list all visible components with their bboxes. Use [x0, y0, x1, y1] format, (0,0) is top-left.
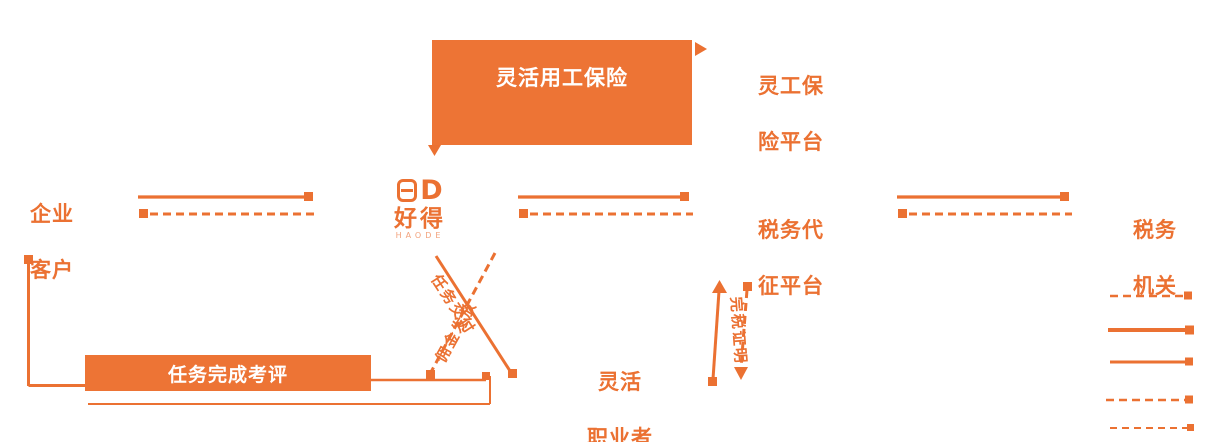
platform-logo-latin: HAODE	[395, 231, 445, 240]
node-enterprise-line1: 企业	[30, 202, 74, 226]
logo-d-glyph: D	[420, 174, 443, 206]
platform-logo-icon: D	[386, 175, 454, 205]
arrowhead-square	[426, 370, 435, 379]
arrowhead-square	[482, 372, 490, 380]
node-enterprise-line2: 客户	[30, 258, 74, 282]
legend-square-5	[1187, 424, 1194, 431]
legend-square-4	[1185, 395, 1193, 404]
legend-square-1	[1184, 291, 1192, 300]
node-insurance-line2: 险平台	[758, 130, 824, 154]
arrow-platform-to-worker	[434, 255, 514, 375]
node-taxcollection-line2: 征平台	[758, 274, 824, 298]
arrowhead-square	[898, 209, 907, 218]
arrow-insurancebox-down-icon	[428, 145, 441, 156]
arrowhead-down-icon	[734, 367, 748, 380]
insurance-box-label: 灵活用工保险	[496, 66, 628, 90]
path-start-square	[24, 255, 33, 264]
evaluation-box-label: 任务完成考评	[167, 363, 288, 386]
node-insurance-line1: 灵工保	[758, 74, 824, 98]
arrowhead-square	[304, 192, 313, 201]
arrow-worker-to-taxcollection	[711, 290, 721, 380]
legend-square-2	[1185, 325, 1194, 335]
arrowhead-square	[680, 192, 689, 201]
node-flexible-worker: 灵活 职业者	[585, 340, 655, 442]
legend-square-3	[1185, 357, 1193, 366]
arrowhead-square	[708, 377, 717, 386]
arrowhead-square	[743, 282, 752, 291]
arrow-insurancebox-to-insuranceplatform-icon	[695, 42, 707, 56]
platform-logo-name: 好得	[394, 206, 446, 232]
node-taxauthority-line1: 税务	[1133, 218, 1177, 242]
evaluation-box: 任务完成考评	[85, 355, 371, 391]
node-tax-collection-platform: 税务代 征平台	[758, 188, 824, 328]
node-insurance-platform: 灵工保 险平台	[758, 44, 824, 184]
logo-bracket-icon	[397, 178, 418, 202]
arrowhead-square	[139, 209, 148, 218]
arrowhead-square	[519, 209, 528, 218]
arrow-worker-to-platform	[428, 252, 497, 375]
arrow-taxcollection-to-worker	[739, 289, 749, 369]
arrowhead-square	[1060, 192, 1069, 201]
platform-logo: D 好得 HAODE	[386, 175, 454, 241]
node-tax-authority: 税务 机关	[1133, 188, 1177, 328]
node-taxcollection-line1: 税务代	[758, 218, 824, 242]
node-enterprise-customer: 企业 客户	[30, 172, 74, 312]
arrowhead-up-icon	[712, 280, 727, 293]
node-taxauthority-line2: 机关	[1133, 274, 1177, 298]
node-worker-line1: 灵活	[598, 370, 642, 394]
insurance-box: 灵活用工保险	[432, 40, 692, 145]
node-worker-line2: 职业者	[587, 426, 653, 442]
arrowhead-square	[508, 369, 517, 378]
